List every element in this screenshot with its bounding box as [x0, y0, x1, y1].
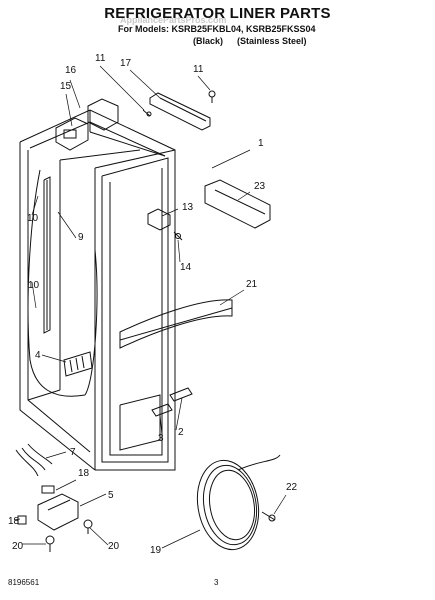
- callout-c22: 22: [286, 482, 298, 493]
- page-title: REFRIGERATOR LINER PARTS: [104, 5, 331, 22]
- callout-c20a: 20: [12, 541, 24, 552]
- callout-c16: 16: [65, 65, 77, 76]
- part-23-shelf-plate: [204, 179, 271, 229]
- liner-cabinet: [19, 109, 176, 471]
- callout-c21: 21: [246, 279, 258, 290]
- part-15-damper: [55, 117, 89, 151]
- callout-c1: 1: [258, 138, 264, 149]
- watermark: AppliancePartsPros.com: [120, 15, 227, 25]
- part-18-switch: [17, 485, 55, 525]
- part-7-harness: [15, 443, 53, 477]
- callout-c20b: 20: [108, 541, 120, 552]
- callout-c17: 17: [120, 58, 132, 69]
- part-2-clip: [169, 387, 193, 402]
- part-13-bracket: [147, 208, 171, 231]
- part-5-light-housing: [37, 493, 79, 531]
- part-14-screw: [173, 231, 183, 241]
- part-20-bulb: [45, 519, 93, 552]
- variant-stainless: (Stainless Steel): [237, 36, 307, 46]
- variant-black: (Black): [193, 36, 224, 46]
- callout-c14: 14: [180, 262, 192, 273]
- screw-11-left: [142, 109, 152, 117]
- part-3-clip: [151, 403, 173, 417]
- callout-c13: 13: [182, 202, 194, 213]
- leader-lines: [13, 65, 287, 549]
- callout-c2: 2: [178, 427, 184, 438]
- callout-c15: 15: [60, 81, 72, 92]
- part-17-rail: [149, 92, 211, 131]
- callout-c10b: 10: [28, 280, 40, 291]
- part-22-fitting: [261, 511, 276, 522]
- models-line: For Models: KSRB25FKBL04, KSRB25FKSS04: [118, 24, 316, 34]
- callout-c11a: 11: [95, 53, 106, 64]
- callout-c7: 7: [70, 447, 76, 458]
- callout-c3: 3: [158, 433, 164, 444]
- callout-c4: 4: [35, 350, 41, 361]
- callout-c18b: 18: [8, 516, 20, 527]
- screw-11-right: [208, 90, 216, 103]
- callout-c19: 19: [150, 545, 162, 556]
- callout-c5: 5: [108, 490, 114, 501]
- part-4-grille: [63, 351, 93, 377]
- callout-c10a: 10: [27, 213, 39, 224]
- part-21-trim: [119, 299, 233, 349]
- callout-c23: 23: [254, 181, 266, 192]
- page-number: 3: [214, 578, 219, 587]
- callout-c11b: 11: [193, 64, 204, 75]
- callout-c18a: 18: [78, 468, 90, 479]
- part-19-coil: [196, 454, 281, 551]
- callout-c9: 9: [78, 232, 84, 243]
- part-16-cover: [87, 98, 119, 131]
- doc-number: 8196561: [8, 578, 40, 587]
